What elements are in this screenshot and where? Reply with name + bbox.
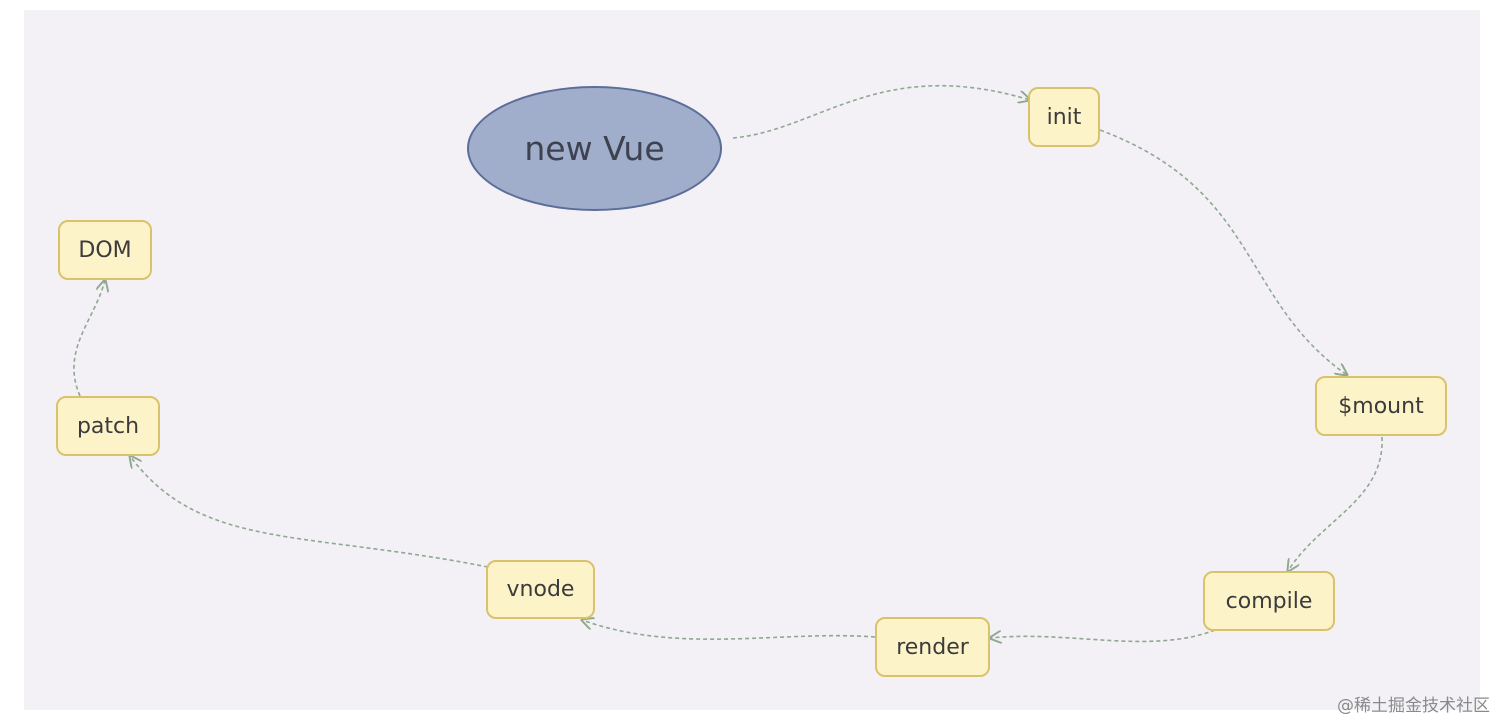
- node-label: DOM: [78, 237, 132, 263]
- node-label: new Vue: [524, 129, 665, 168]
- edge-patch-dom: [73, 280, 105, 397]
- node-init: init: [1028, 87, 1100, 147]
- node-vnode: vnode: [486, 560, 595, 619]
- node-new-vue: new Vue: [467, 86, 722, 211]
- edge-compile-render: [990, 629, 1216, 641]
- node-compile: compile: [1203, 571, 1335, 631]
- edge-vnode-patch: [130, 456, 489, 568]
- edge-init-mount: [1099, 129, 1347, 375]
- edge-mount-compile: [1288, 436, 1383, 571]
- node-label: compile: [1225, 588, 1313, 614]
- edge-render-vnode: [582, 620, 876, 640]
- edge-newvue-init: [732, 84, 1030, 139]
- node-label: $mount: [1338, 393, 1424, 419]
- node-dom: DOM: [58, 220, 152, 280]
- node-patch: patch: [56, 396, 160, 456]
- node-render: render: [875, 617, 990, 677]
- watermark: @稀土掘金技术社区: [1337, 696, 1490, 716]
- node-label: patch: [76, 413, 140, 439]
- node-label: vnode: [506, 577, 575, 602]
- node-label: init: [1046, 104, 1082, 130]
- node-mount: $mount: [1315, 376, 1447, 436]
- node-label: render: [896, 634, 969, 660]
